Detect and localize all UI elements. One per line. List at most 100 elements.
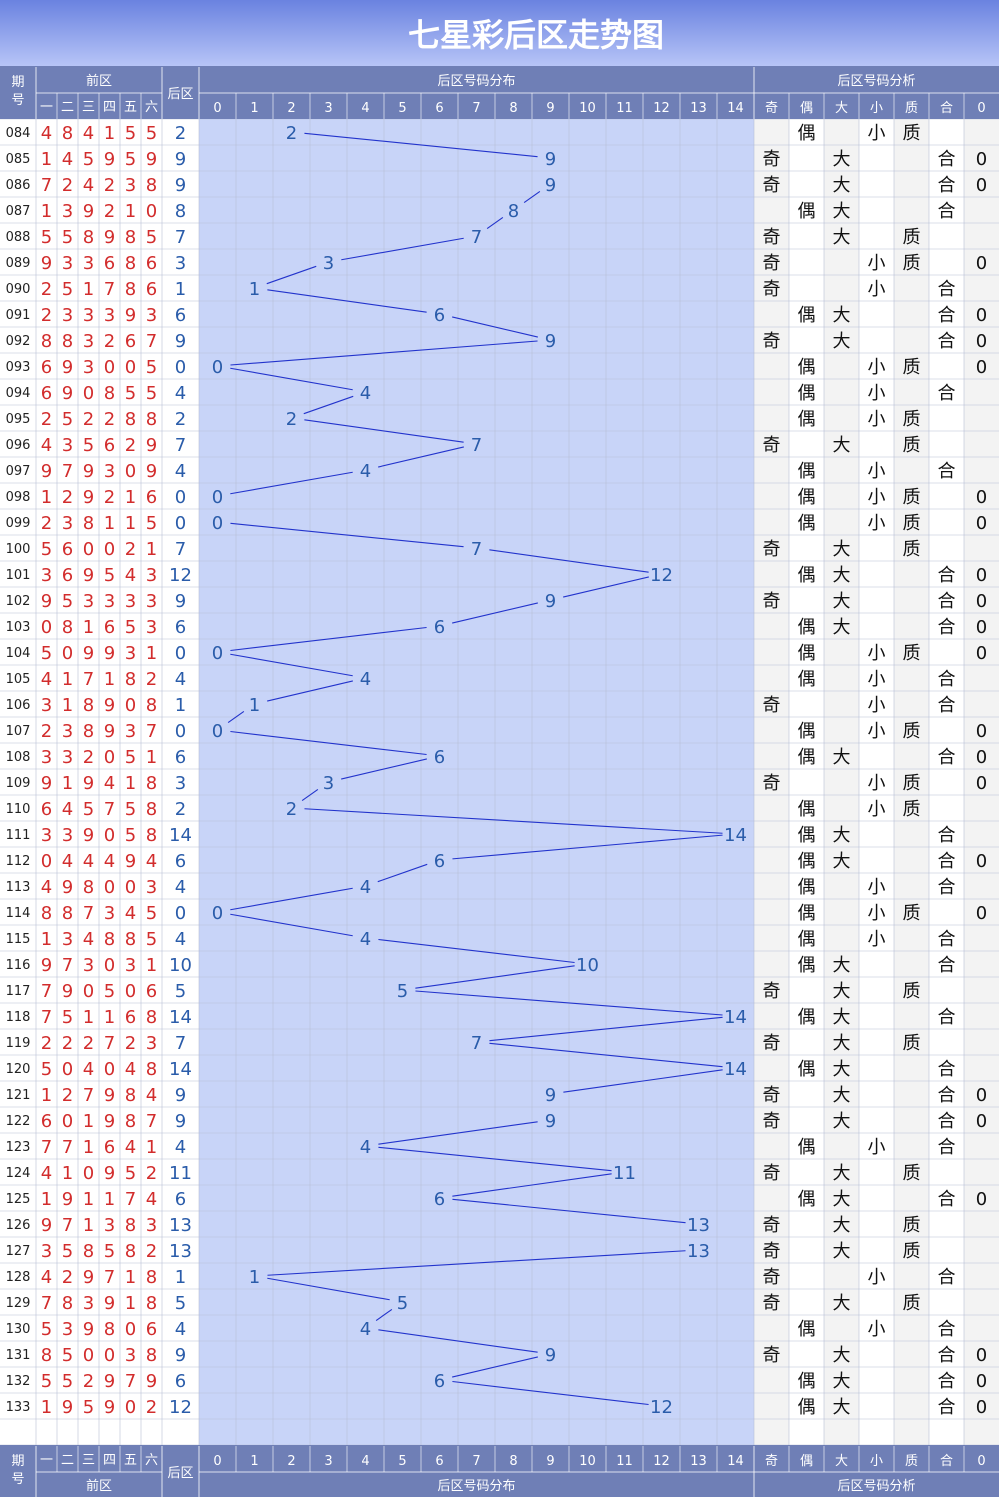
analysis-mark: 合 <box>938 201 956 222</box>
front-digit: 1 <box>62 669 73 690</box>
back-header: 后区 <box>167 87 193 102</box>
analysis-mark: 0 <box>976 149 987 170</box>
front-digit: 5 <box>62 279 73 300</box>
trend-line-segment <box>452 1380 649 1406</box>
front-digit: 8 <box>146 825 157 846</box>
front-digit: 2 <box>125 539 136 560</box>
front-digit: 9 <box>41 461 52 482</box>
analysis-col-bg <box>964 119 999 1445</box>
front-digit: 3 <box>83 357 94 378</box>
front-digit: 7 <box>146 721 157 742</box>
front-digit: 1 <box>104 123 115 144</box>
front-digit: 0 <box>125 461 136 482</box>
front-digit: 5 <box>125 383 136 404</box>
distribution-col-header: 11 <box>616 1454 633 1469</box>
period-label: 126 <box>6 1218 31 1233</box>
analysis-mark: 小 <box>868 721 886 742</box>
back-value: 10 <box>169 955 192 976</box>
period-label: 089 <box>6 256 31 271</box>
front-digit: 1 <box>62 1163 73 1184</box>
analysis-mark: 奇 <box>763 1293 781 1314</box>
front-digit: 3 <box>62 747 73 768</box>
analysis-mark: 大 <box>833 1189 851 1210</box>
front-digit: 9 <box>83 773 94 794</box>
front-position-header: 六 <box>145 100 158 115</box>
front-digit: 2 <box>41 721 52 742</box>
analysis-mark: 偶 <box>798 123 816 144</box>
front-digit: 1 <box>104 513 115 534</box>
bottom-header-bg <box>0 1445 999 1497</box>
back-value: 13 <box>169 1241 192 1262</box>
analysis-mark: 合 <box>938 383 956 404</box>
analysis-mark: 小 <box>868 357 886 378</box>
period-label: 093 <box>6 360 31 375</box>
back-value: 9 <box>175 1345 186 1366</box>
front-digit: 8 <box>146 1293 157 1314</box>
front-digit: 2 <box>41 305 52 326</box>
distribution-header: 后区号码分布 <box>437 1479 515 1494</box>
front-digit: 7 <box>41 1293 52 1314</box>
analysis-mark: 偶 <box>798 357 816 378</box>
analysis-mark: 小 <box>868 253 886 274</box>
front-digit: 5 <box>83 1397 94 1418</box>
front-digit: 6 <box>62 539 73 560</box>
front-digit: 6 <box>125 331 136 352</box>
analysis-mark: 合 <box>938 279 956 300</box>
front-digit: 3 <box>146 1033 157 1054</box>
analysis-mark: 小 <box>868 1267 886 1288</box>
analysis-col-header: 小 <box>870 101 883 116</box>
distribution-col-header: 5 <box>398 101 406 116</box>
back-value: 1 <box>175 1267 186 1288</box>
front-digit: 4 <box>62 149 73 170</box>
trend-line-segment <box>452 1198 686 1224</box>
front-digit: 2 <box>104 201 115 222</box>
distribution-col-header: 2 <box>287 1454 295 1469</box>
analysis-col-header: 奇 <box>765 100 778 116</box>
trend-point-label: 9 <box>545 1085 556 1106</box>
front-digit: 4 <box>41 669 52 690</box>
analysis-mark: 0 <box>976 1345 987 1366</box>
trend-line-segment <box>230 653 353 677</box>
back-value: 7 <box>175 539 186 560</box>
front-digit: 4 <box>83 851 94 872</box>
distribution-col-header: 2 <box>287 101 295 116</box>
front-digit: 1 <box>62 773 73 794</box>
analysis-mark: 奇 <box>763 1033 781 1054</box>
analysis-col-bg <box>824 119 859 1445</box>
trend-line-segment <box>230 730 427 756</box>
analysis-mark: 小 <box>868 695 886 716</box>
period-label: 104 <box>6 646 31 661</box>
front-digit: 8 <box>104 383 115 404</box>
front-digit: 9 <box>83 825 94 846</box>
analysis-mark: 大 <box>833 955 851 976</box>
front-digit: 8 <box>62 617 73 638</box>
analysis-mark: 合 <box>938 1007 956 1028</box>
back-value: 14 <box>169 1007 192 1028</box>
title-bar <box>0 0 999 66</box>
trend-point-label: 9 <box>545 1345 556 1366</box>
analysis-mark: 大 <box>833 1111 851 1132</box>
analysis-mark: 合 <box>938 851 956 872</box>
front-digit: 0 <box>83 1345 94 1366</box>
period-label: 097 <box>6 464 31 479</box>
trend-point-label: 6 <box>434 1371 445 1392</box>
period-label: 114 <box>6 906 31 921</box>
trend-line-segment <box>452 1173 612 1197</box>
period-label: 113 <box>6 880 31 895</box>
front-digit: 5 <box>146 903 157 924</box>
front-digit: 8 <box>62 1293 73 1314</box>
front-digit: 1 <box>41 1189 52 1210</box>
trend-point-label: 10 <box>576 955 599 976</box>
front-digit: 2 <box>83 747 94 768</box>
front-digit: 1 <box>41 1397 52 1418</box>
front-digit: 5 <box>41 1371 52 1392</box>
front-digit: 3 <box>41 565 52 586</box>
front-digit: 5 <box>125 1163 136 1184</box>
front-digit: 8 <box>125 253 136 274</box>
front-digit: 1 <box>83 1215 94 1236</box>
analysis-mark: 偶 <box>798 955 816 976</box>
front-position-header: 二 <box>61 1453 74 1468</box>
period-label: 102 <box>6 594 31 609</box>
trend-point-label: 9 <box>545 591 556 612</box>
back-value: 8 <box>175 201 186 222</box>
